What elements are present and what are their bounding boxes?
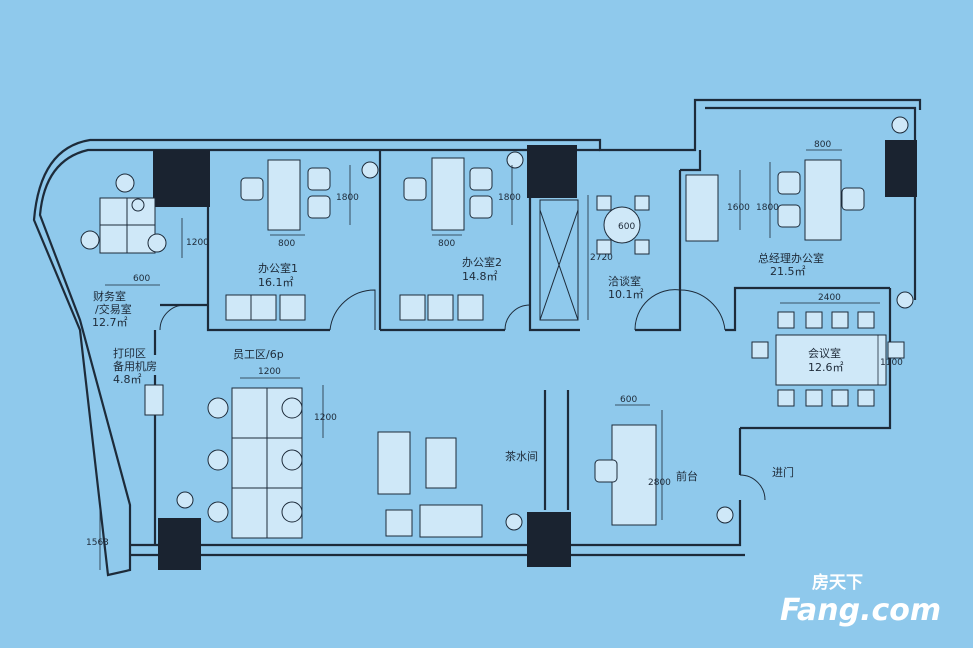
round-table (603, 206, 641, 244)
gm-desk (804, 159, 842, 241)
office1-furniture (225, 159, 331, 321)
reception-name: 前台 (676, 469, 698, 483)
dim-reception-h: 2800 (648, 478, 671, 488)
plants (176, 116, 914, 531)
dim-office2-w: 800 (438, 239, 455, 249)
office1-area: 16.1㎡ (258, 276, 294, 289)
lounge-furniture (377, 431, 483, 538)
print-name2: 备用机房 (113, 359, 157, 373)
office2-area: 14.8㎡ (462, 270, 498, 283)
column-3 (885, 140, 917, 197)
column-4 (158, 518, 201, 570)
meeting-furniture (751, 311, 905, 407)
dim-finance-h: 1200 (186, 238, 209, 248)
dim-left-bottom: 1563 (86, 538, 109, 548)
meeting-area: 12.6㎡ (808, 361, 844, 374)
dimension-labels: 600 1200 800 1800 800 1800 600 2720 800 … (86, 140, 903, 548)
dimension-lines (99, 149, 880, 570)
dim-meeting-w: 2400 (818, 293, 841, 303)
reception-furniture (594, 424, 657, 526)
gm-office-area: 21.5㎡ (770, 265, 806, 278)
doors (159, 289, 766, 501)
column-1 (153, 150, 210, 207)
gm-office-name: 总经理办公室 (758, 251, 824, 265)
office2-name: 办公室2 (462, 255, 502, 269)
watermark-cn: 房天下 (812, 572, 863, 593)
negotiation-name: 洽谈室 (608, 274, 641, 288)
reception-desk (611, 424, 657, 526)
dim-staff-w: 1200 (258, 367, 281, 377)
columns (153, 140, 917, 570)
dim-finance-w: 600 (133, 274, 150, 284)
negotiation-furniture (596, 174, 719, 255)
gm-office-furniture (777, 159, 865, 241)
dim-meeting-h: 1100 (880, 358, 903, 368)
office2-desk (431, 157, 465, 231)
room-labels: 财务室 /交易室 12.7㎡ 办公室1 16.1㎡ 办公室2 14.8㎡ 洽谈室… (92, 251, 844, 483)
dim-office1-h: 1800 (336, 193, 359, 203)
office2-furniture (399, 157, 493, 321)
dim-staff-h: 1200 (314, 413, 337, 423)
watermark-en: Fang.com (780, 593, 941, 628)
dim-neg-table: 600 (618, 222, 635, 232)
fang-watermark: 房天下 Fang.com (780, 572, 941, 628)
dim-gm-h2: 1800 (756, 203, 779, 213)
entrance-name: 进门 (772, 465, 794, 479)
tea-name: 茶水间 (505, 450, 538, 463)
dim-office2-h: 1800 (498, 193, 521, 203)
negotiation-area: 10.1㎡ (608, 288, 644, 301)
dim-gm-h1: 1600 (727, 203, 750, 213)
interior-walls (153, 150, 892, 545)
office1-name: 办公室1 (258, 261, 298, 275)
staff-name: 员工区/6p (233, 348, 284, 361)
finance-furniture (80, 173, 167, 254)
office1-desk (267, 159, 301, 231)
dim-office1-w: 800 (278, 239, 295, 249)
print-name: 打印区 (113, 346, 146, 360)
dim-reception-w: 600 (620, 395, 637, 405)
dim-gm-w: 800 (814, 140, 831, 150)
meeting-name: 会议室 (808, 346, 841, 360)
column-2 (527, 145, 577, 198)
finance-name: 财务室 (93, 289, 126, 303)
staff-workstations (207, 387, 303, 539)
print-furniture (144, 384, 164, 416)
print-area: 4.8㎡ (113, 373, 142, 386)
dim-neg-h: 2720 (590, 253, 613, 263)
column-5 (527, 512, 571, 567)
outer-walls (32, 98, 922, 577)
finance-name2: /交易室 (95, 302, 132, 316)
finance-area: 12.7㎡ (92, 316, 128, 329)
meeting-table (775, 334, 887, 386)
